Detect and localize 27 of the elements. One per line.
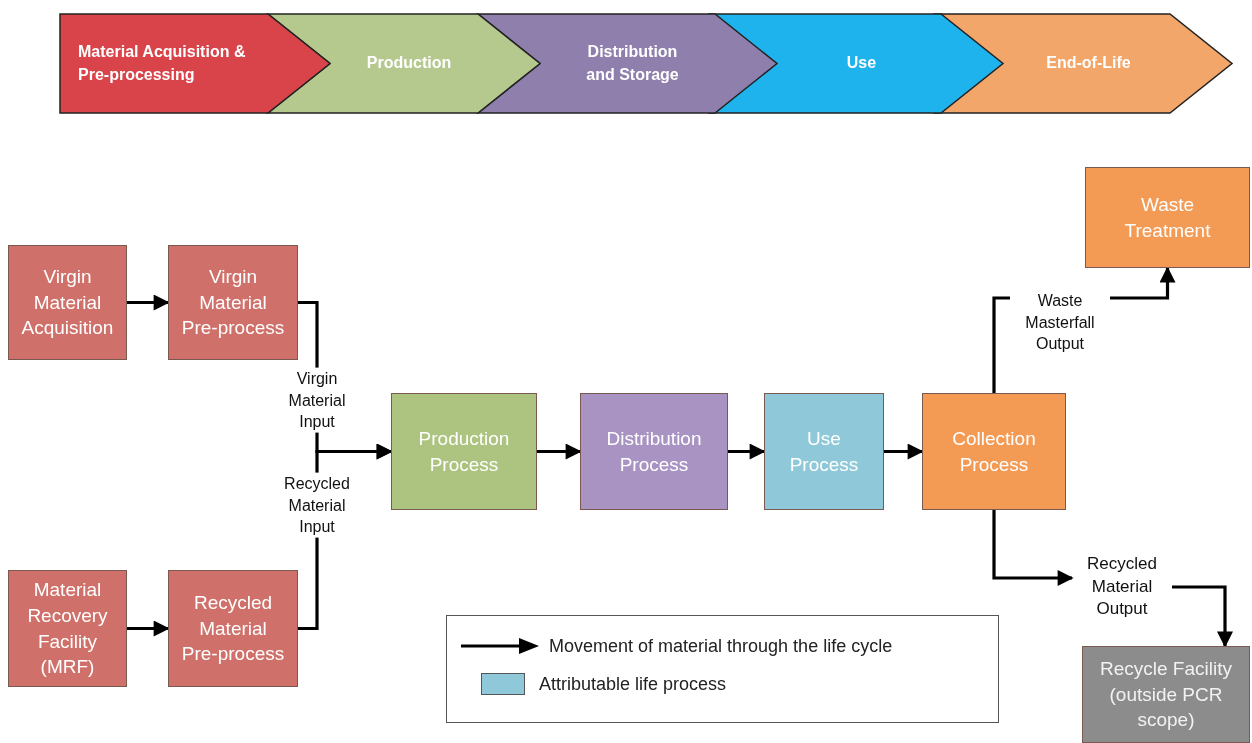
stage-band: [268, 14, 540, 113]
flow-arrow: [728, 443, 766, 460]
legend-label: Movement of material through the life cycle: [549, 635, 893, 657]
process-box: Collection Process: [922, 393, 1066, 510]
process-box: Production Process: [391, 393, 537, 510]
process-box: Distribution Process: [580, 393, 728, 510]
process-box: Recycle Facility (outside PCR scope): [1082, 646, 1250, 743]
flow-arrow: [1172, 585, 1233, 648]
flow-arrow: [537, 443, 582, 460]
stage-label: Distribution and Storage: [585, 42, 680, 85]
flow-arrow: [992, 510, 1074, 586]
stage-label: Use: [846, 53, 877, 74]
flow-arrow: [127, 294, 170, 311]
flow-arrow: [884, 443, 924, 460]
process-box: Recycled Material Pre-process: [168, 570, 298, 687]
stage-band: [478, 14, 777, 113]
process-box: Waste Treatment: [1085, 167, 1250, 268]
legend-label: Attributable life process: [539, 673, 727, 695]
process-box: Virgin Material Acquisition: [8, 245, 127, 360]
process-box: Virgin Material Pre-process: [168, 245, 298, 360]
flow-text: Recycled Material Output: [1072, 548, 1172, 626]
process-box: Material Recovery Facility (MRF): [8, 570, 127, 687]
stage-label: End-of-Life: [1046, 53, 1131, 74]
process-box: Use Process: [764, 393, 884, 510]
flow-arrow: [127, 620, 170, 637]
stage-label: Material Acquisition & Pre-processing: [78, 42, 247, 85]
stage-label: Production: [366, 53, 452, 74]
